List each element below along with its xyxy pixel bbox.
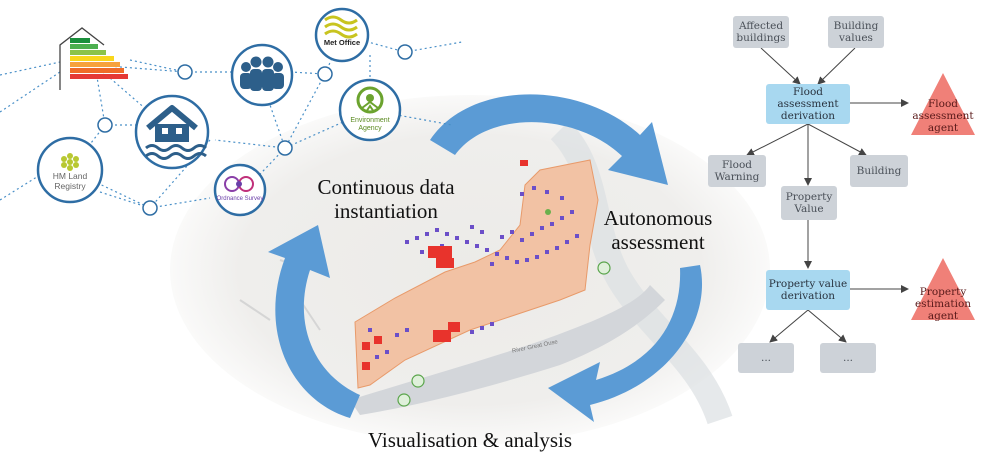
map-region [354, 159, 599, 389]
property-value-line1: Property [785, 190, 833, 203]
ordnance-survey-label: Ordnance Survey [216, 196, 264, 202]
autonomous-assessment-line2: assessment [611, 229, 705, 254]
estimation-agent-line2: estimation [914, 297, 972, 310]
flowchart-connectors [746, 47, 909, 343]
flood-house-node [134, 94, 210, 170]
ellipsis-left-box: ... [738, 343, 794, 373]
environment-agency-label: Environment Agency [345, 117, 395, 132]
flood-derivation-line3: derivation [780, 110, 836, 123]
autonomous-assessment-line1: Autonomous [603, 206, 713, 230]
cycle-arrows [268, 94, 703, 422]
hm-land-registry-label-line1: HM Land [52, 171, 88, 181]
river [350, 285, 665, 415]
flood-derivation-line2: assessment [777, 97, 839, 110]
hm-land-registry-node [36, 136, 104, 204]
estimation-agent-triangle [911, 258, 975, 320]
value-derivation-line2: derivation [780, 290, 836, 302]
continuous-instantiation-line2: instantiation [334, 198, 438, 223]
flood-warning-line2: Warning [714, 171, 760, 183]
ordnance-survey-node [213, 163, 267, 217]
flood-agent-line3: agent [927, 121, 959, 134]
affected-buildings-line2: buildings [736, 32, 786, 44]
affected-buildings-line1: Affected [738, 19, 784, 32]
data-source-nodes [36, 7, 402, 217]
arrow-right [548, 265, 703, 422]
flood-agent-line2: assessment [912, 109, 974, 122]
environment-agency-label-line1: Environment [350, 117, 390, 124]
hm-land-registry-label: HM Land Registry [45, 171, 95, 191]
building-values-line1: Building [833, 19, 879, 32]
flood-derivation-line1: Flood [792, 85, 823, 98]
property-value-line2: Value [794, 203, 824, 215]
epc-rating-node [59, 27, 128, 90]
arrow-top [430, 94, 668, 185]
building-values-line2: values [839, 32, 873, 44]
building-box: Building [850, 155, 908, 187]
met-office-node [314, 7, 370, 63]
continuous-instantiation-line1: Continuous data [317, 175, 455, 199]
ellipsis-right-box: ... [820, 343, 876, 373]
building-label: Building [856, 164, 902, 177]
environment-agency-label-line2: Agency [358, 124, 382, 132]
continuous-instantiation-label: Continuous data instantiation [296, 175, 476, 223]
flood-agent-triangle [911, 73, 975, 135]
arrow-left [268, 225, 360, 418]
ellipsis-left-label: ... [760, 351, 771, 364]
autonomous-assessment-label: Autonomous assessment [588, 206, 728, 254]
flood-warning-line1: Flood [721, 158, 752, 171]
visualisation-analysis-label: Visualisation & analysis [367, 428, 573, 452]
ellipsis-right-label: ... [842, 351, 853, 364]
network-nodes [97, 44, 413, 216]
met-office-label: Met Office [323, 38, 361, 47]
estimation-agent-line1: Property [919, 286, 967, 298]
value-derivation-line1: Property value [768, 277, 848, 290]
estimation-agent-line3: agent [927, 309, 959, 322]
flood-agent-line1: Flood [927, 98, 958, 110]
environment-agency-node [338, 78, 402, 142]
building-markers [362, 160, 611, 407]
community-node [230, 43, 294, 107]
hm-land-registry-label-line2: Registry [54, 180, 86, 191]
